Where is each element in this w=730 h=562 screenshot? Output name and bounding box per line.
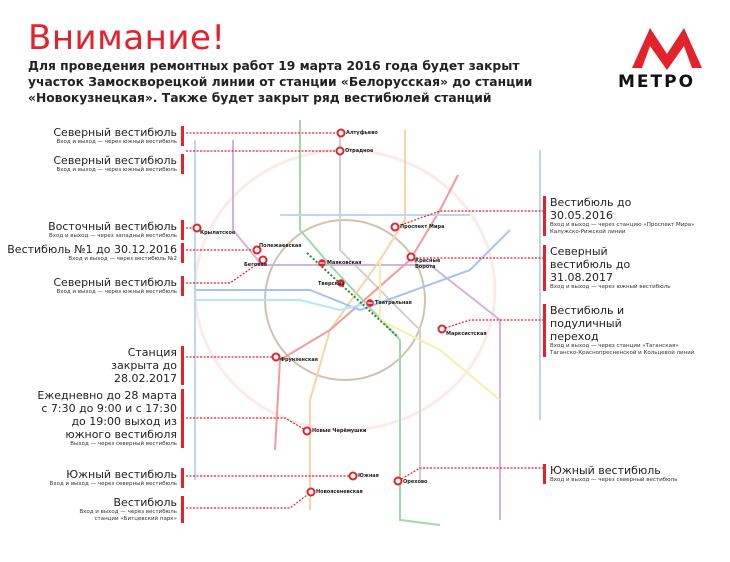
note-sub: Вход и выход — через вестибюль станции «… xyxy=(79,509,177,522)
note-left-6: Ежедневно до 28 марта с 7:30 до 9:00 и с… xyxy=(34,389,184,448)
note-title: Северный вестибюль до 31.08.2017 xyxy=(550,245,631,284)
station-label: Красные Ворота xyxy=(415,258,441,270)
station-label: Театральная xyxy=(375,300,412,306)
note-title: Северный вестибюль xyxy=(53,276,177,289)
page-title: Внимание! xyxy=(28,18,226,58)
note-left-5: Станция закрыта до 28.02.2017 xyxy=(94,346,184,385)
note-title: Вестибюль xyxy=(113,496,177,509)
station-label: Южная xyxy=(358,473,379,479)
note-sub: Вход и выход — через южный вестибюль xyxy=(56,139,177,145)
station-label: Маяковская xyxy=(327,260,362,266)
note-title: Станция закрыта до 28.02.2017 xyxy=(111,346,177,385)
note-sub: Вход и выход — через вестибюль №2 xyxy=(68,256,177,262)
note-sub: Выход — через северный вестибюль xyxy=(70,441,177,447)
note-title: Северный вестибюль xyxy=(53,126,177,139)
station-label: Новые Черёмушки xyxy=(312,428,367,434)
note-sub: Вход и выход — через южный вестибюль xyxy=(56,289,177,295)
note-title: Вестибюль и подуличный переход xyxy=(550,304,625,343)
station-label: Алтуфьево xyxy=(346,130,378,136)
station-label: Новоясеневская xyxy=(316,489,363,495)
note-sub: Вход и выход — через южный вестибюль xyxy=(56,167,177,173)
note-sub: Вход и выход — через станции «Таганская»… xyxy=(550,343,695,356)
metro-logo-text: МЕТРО xyxy=(618,72,696,92)
note-sub: Вход и выход — через западный вестибюль xyxy=(49,233,177,239)
intro-text: Для проведения ремонтных работ 19 марта … xyxy=(28,59,533,105)
note-title: Восточный вестибюль xyxy=(48,220,177,233)
station-label: Фрунзенская xyxy=(280,357,318,363)
station-label: Крылатское xyxy=(200,230,236,236)
note-title: Вестибюль до 30.05.2016 xyxy=(550,196,632,222)
closed-segment xyxy=(306,252,399,338)
note-title: Вестибюль №1 до 30.12.2016 xyxy=(7,243,177,256)
note-sub: Вход и выход — через северный вестибюль xyxy=(550,477,678,483)
note-sub: Вход и выход — через станцию «Проспект М… xyxy=(550,222,695,235)
station-label: Проспект Мира xyxy=(400,224,445,230)
note-title: Южный вестибюль xyxy=(66,468,177,481)
station-label: Отрадное xyxy=(345,148,374,154)
note-title: Южный вестибюль xyxy=(550,464,661,477)
metro-logo-icon xyxy=(632,28,702,70)
note-sub: Вход и выход — через северный вестибюль xyxy=(49,481,177,487)
station-label: Тверская xyxy=(318,281,345,287)
note-title: Северный вестибюль xyxy=(53,154,177,167)
station-label: Полежаевская xyxy=(259,243,302,249)
note-sub: Вход и выход — через южный вестибюль xyxy=(550,284,671,290)
station-label: Беговая xyxy=(244,262,267,268)
station-label: Марксистская xyxy=(446,331,487,337)
station-label: Орехово xyxy=(403,479,428,485)
note-title: Ежедневно до 28 марта с 7:30 до 9:00 и с… xyxy=(37,389,177,441)
